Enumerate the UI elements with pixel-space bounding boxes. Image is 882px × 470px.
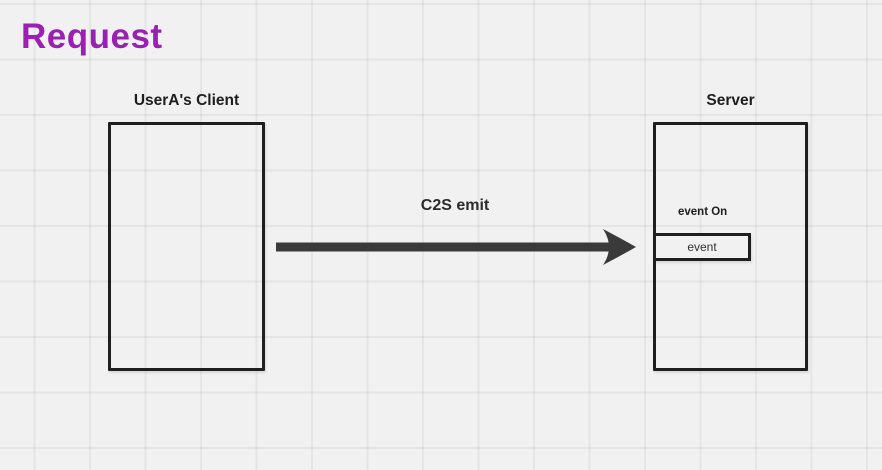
c2s-emit-arrow[interactable] (270, 225, 640, 269)
event-box-label: event (687, 240, 717, 254)
c2s-emit-label: C2S emit (420, 197, 490, 214)
client-node-box[interactable] (108, 122, 265, 371)
server-node-label: Server (706, 92, 755, 109)
event-box[interactable]: event (653, 233, 751, 261)
event-on-label: event On (678, 206, 728, 218)
arrowhead-icon (603, 229, 636, 265)
client-node-label: UserA's Client (133, 92, 240, 109)
page-title: Request (21, 17, 163, 56)
